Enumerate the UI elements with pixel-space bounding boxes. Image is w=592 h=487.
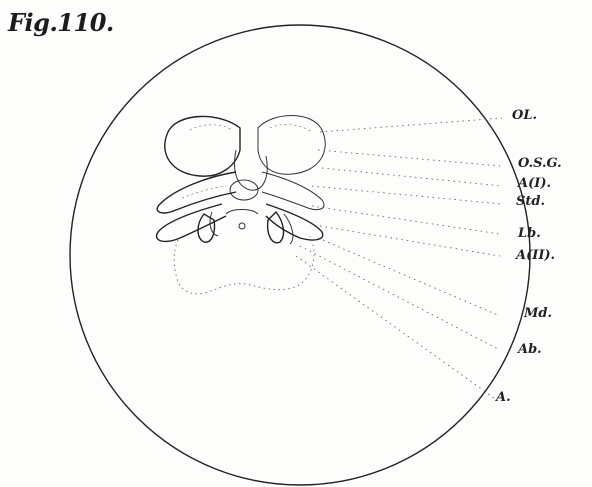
label-osg: O.S.G.	[518, 156, 562, 171]
labrum-arc	[226, 210, 258, 215]
leader-std	[312, 186, 502, 204]
antenna-two-left	[157, 204, 226, 241]
label-ab: Ab.	[518, 342, 542, 357]
label-ol: OL.	[512, 108, 537, 123]
abdomen-outline	[174, 236, 314, 294]
optic-lobe-left	[165, 116, 240, 176]
label-std: Std.	[516, 194, 545, 209]
leader-a1	[322, 168, 502, 186]
label-a: A.	[496, 390, 511, 405]
label-a2: A(II).	[516, 248, 555, 263]
limb-bud-right-inner	[284, 214, 293, 244]
egg-outline	[70, 25, 530, 485]
mouth-marker	[239, 223, 245, 229]
leader-ol	[320, 118, 502, 132]
leader-a2	[320, 226, 500, 256]
leader-a	[296, 256, 494, 398]
optic-ganglion	[235, 150, 268, 190]
label-a1: A(I).	[518, 176, 551, 191]
optic-lobe-right	[258, 116, 325, 175]
leader-osg	[318, 150, 500, 166]
label-md: Md.	[524, 306, 552, 321]
antenna-one-right	[262, 172, 324, 210]
leader-lb	[312, 206, 500, 234]
leader-md	[318, 238, 500, 316]
label-lb: Lb.	[518, 226, 541, 241]
leader-ab	[300, 246, 500, 350]
